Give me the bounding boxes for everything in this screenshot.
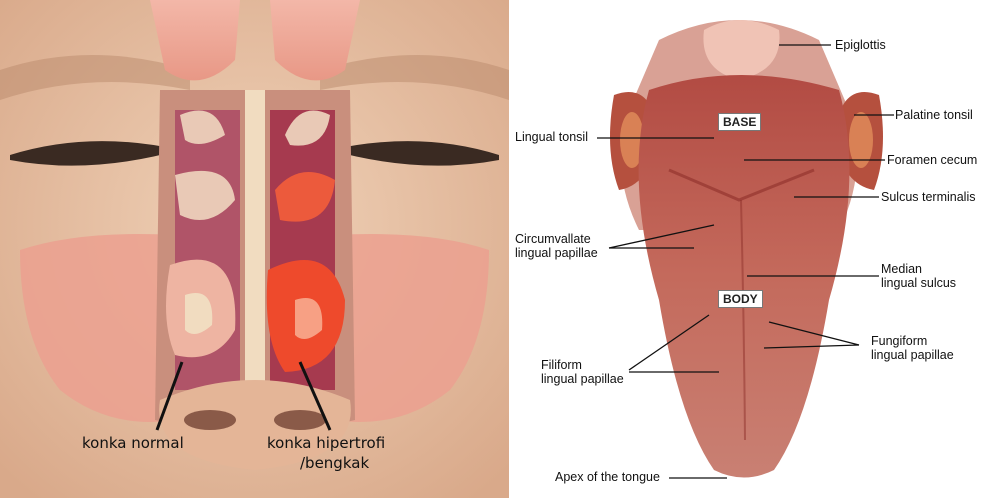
nasal-concha-illustration: konka normal konka hipertrofi /bengkak [0, 0, 509, 498]
label-normal-concha: konka normal [82, 434, 184, 453]
label-palatine-tonsil: Palatine tonsil [895, 108, 973, 123]
label-fungiform-line2: lingual papillae [871, 348, 954, 363]
label-foramen-cecum: Foramen cecum [887, 153, 977, 168]
nasal-anatomy-drawing [0, 0, 509, 498]
label-fungiform-line1: Fungiform [871, 334, 927, 349]
label-circumvallate-line1: Circumvallate [515, 232, 591, 247]
label-circumvallate-line2: lingual papillae [515, 246, 598, 261]
label-filiform-line1: Filiform [541, 358, 582, 373]
label-sulcus-terminalis: Sulcus terminalis [881, 190, 975, 205]
region-label-base: BASE [718, 113, 761, 131]
label-median-line1: Median [881, 262, 922, 277]
region-label-body: BODY [718, 290, 763, 308]
label-epiglottis: Epiglottis [835, 38, 886, 53]
label-filiform-line2: lingual papillae [541, 372, 624, 387]
label-median-line2: lingual sulcus [881, 276, 956, 291]
label-lingual-tonsil: Lingual tonsil [515, 130, 588, 145]
label-hypertrophic-concha-line2: /bengkak [300, 454, 369, 473]
tongue-anatomy-illustration: BASE BODY Epiglottis Palatine tonsil Lin… [509, 0, 981, 498]
label-apex: Apex of the tongue [555, 470, 660, 485]
label-hypertrophic-concha-line1: konka hipertrofi [267, 434, 385, 453]
